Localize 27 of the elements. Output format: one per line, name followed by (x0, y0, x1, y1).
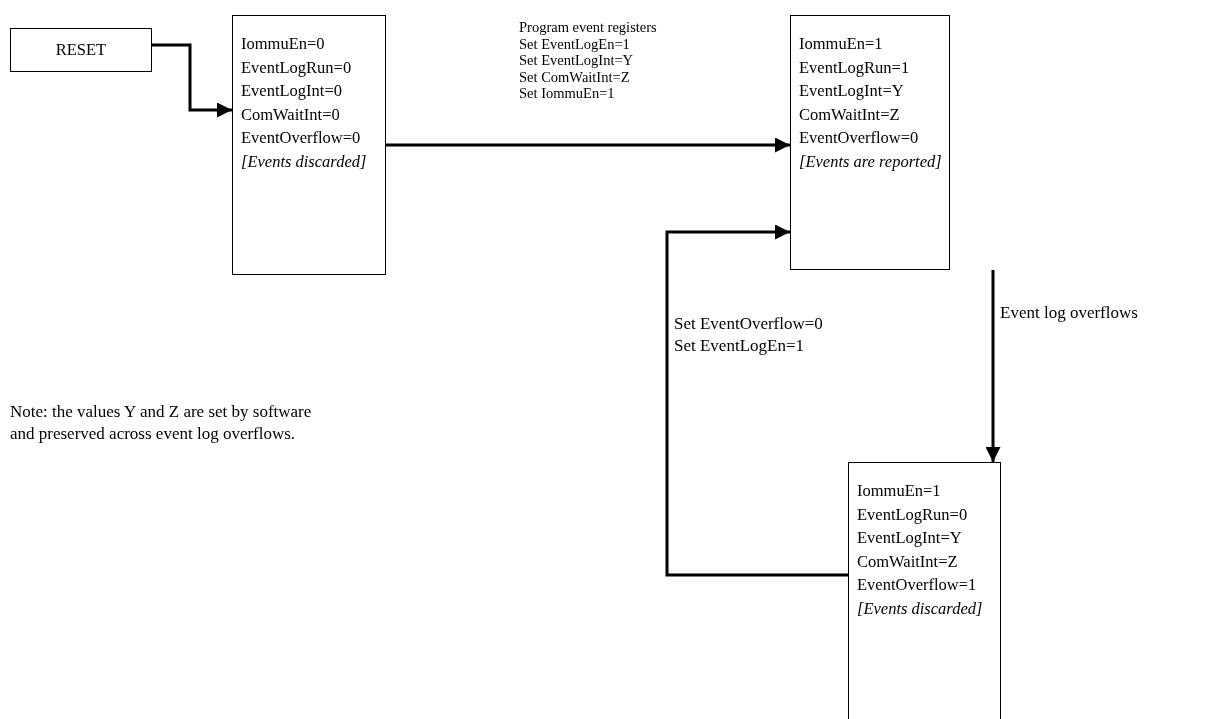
register-value: EventLogInt=Y (857, 527, 963, 549)
register-value: EventOverflow=1 (857, 574, 978, 596)
arrow (152, 43, 232, 118)
arrow (985, 270, 1001, 462)
register-value: ComWaitInt=Z (799, 103, 901, 126)
register-value: EventLogInt=0 (241, 80, 343, 102)
state-box (232, 15, 386, 275)
register-value: ComWaitInt=0 (241, 103, 341, 126)
status-note: [Events are reported] (799, 150, 943, 173)
register-value: EventOverflow=0 (799, 127, 920, 149)
start-box (10, 28, 152, 72)
register-value: EventLogInt=Y (799, 80, 905, 102)
register-value: IommuEn=0 (241, 33, 326, 55)
status-note: [Events discarded] (241, 150, 368, 173)
status-note: [Events discarded] (857, 597, 984, 620)
register-value: EventOverflow=0 (241, 127, 362, 149)
register-value: IommuEn=1 (799, 33, 884, 55)
state-box (790, 15, 950, 270)
state-box (848, 462, 1001, 719)
register-value: EventLogRun=0 (857, 503, 969, 526)
start-label: RESET (55, 39, 107, 62)
register-value: IommuEn=1 (857, 480, 942, 502)
arrow (386, 137, 790, 153)
register-value: EventLogRun=1 (799, 56, 911, 79)
arrow (665, 224, 848, 577)
register-value: EventLogRun=0 (241, 56, 353, 79)
register-value: ComWaitInt=Z (857, 550, 959, 573)
